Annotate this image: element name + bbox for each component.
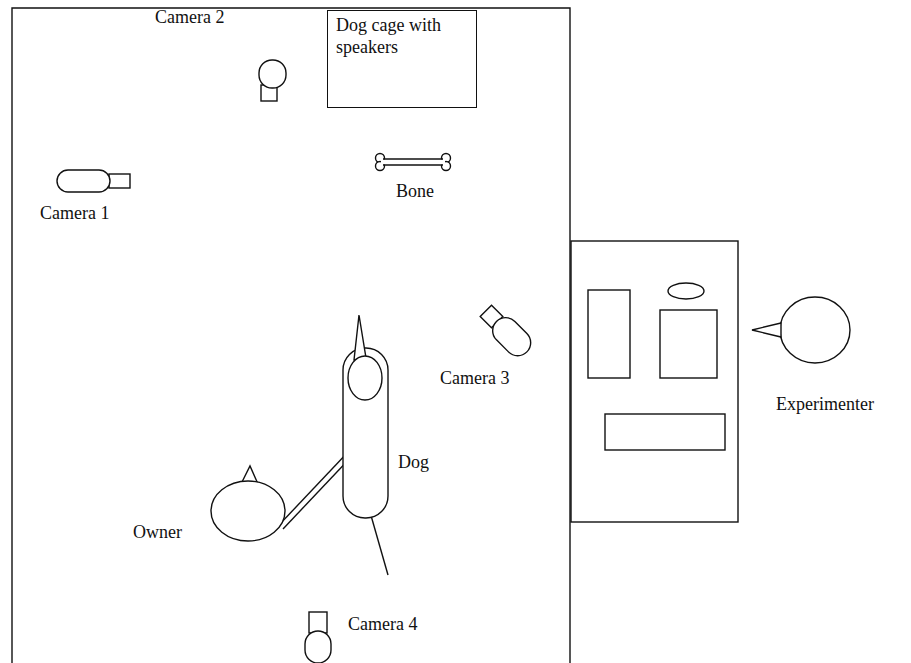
dog-tail [370,512,388,575]
dog-ear [354,315,366,360]
experimenter-nose [752,323,781,337]
camera-body [57,170,110,192]
camera-body [487,312,536,361]
room-wall [12,8,570,663]
camera-lens [109,174,130,188]
camera-body [259,60,286,88]
camera-lens [309,612,327,633]
dog-label: Dog [398,452,429,474]
box-text: Dog cage with speakers [328,11,476,62]
person-label: Owner [133,522,182,544]
desk-item [660,310,717,378]
owner-figure [211,481,285,541]
desk [571,241,738,522]
camera-label: Camera 2 [155,7,224,29]
cage-box: Dog cage with speakers [327,10,477,108]
bone-figure [376,154,451,171]
camera-label: Camera 3 [440,368,509,390]
desk-item [668,283,704,299]
camera-label: Camera 4 [348,614,417,636]
dog-head [348,356,382,400]
experimenter-figure [780,297,850,363]
camera-label: Camera 1 [40,203,109,225]
person-label: Experimenter [776,394,874,416]
dog-body [343,348,388,518]
camera-body [305,631,331,663]
desk-item [588,290,630,378]
camera-figure [477,302,536,361]
leash [279,451,349,525]
bone-label: Bone [396,181,434,203]
desk-item [605,414,725,450]
